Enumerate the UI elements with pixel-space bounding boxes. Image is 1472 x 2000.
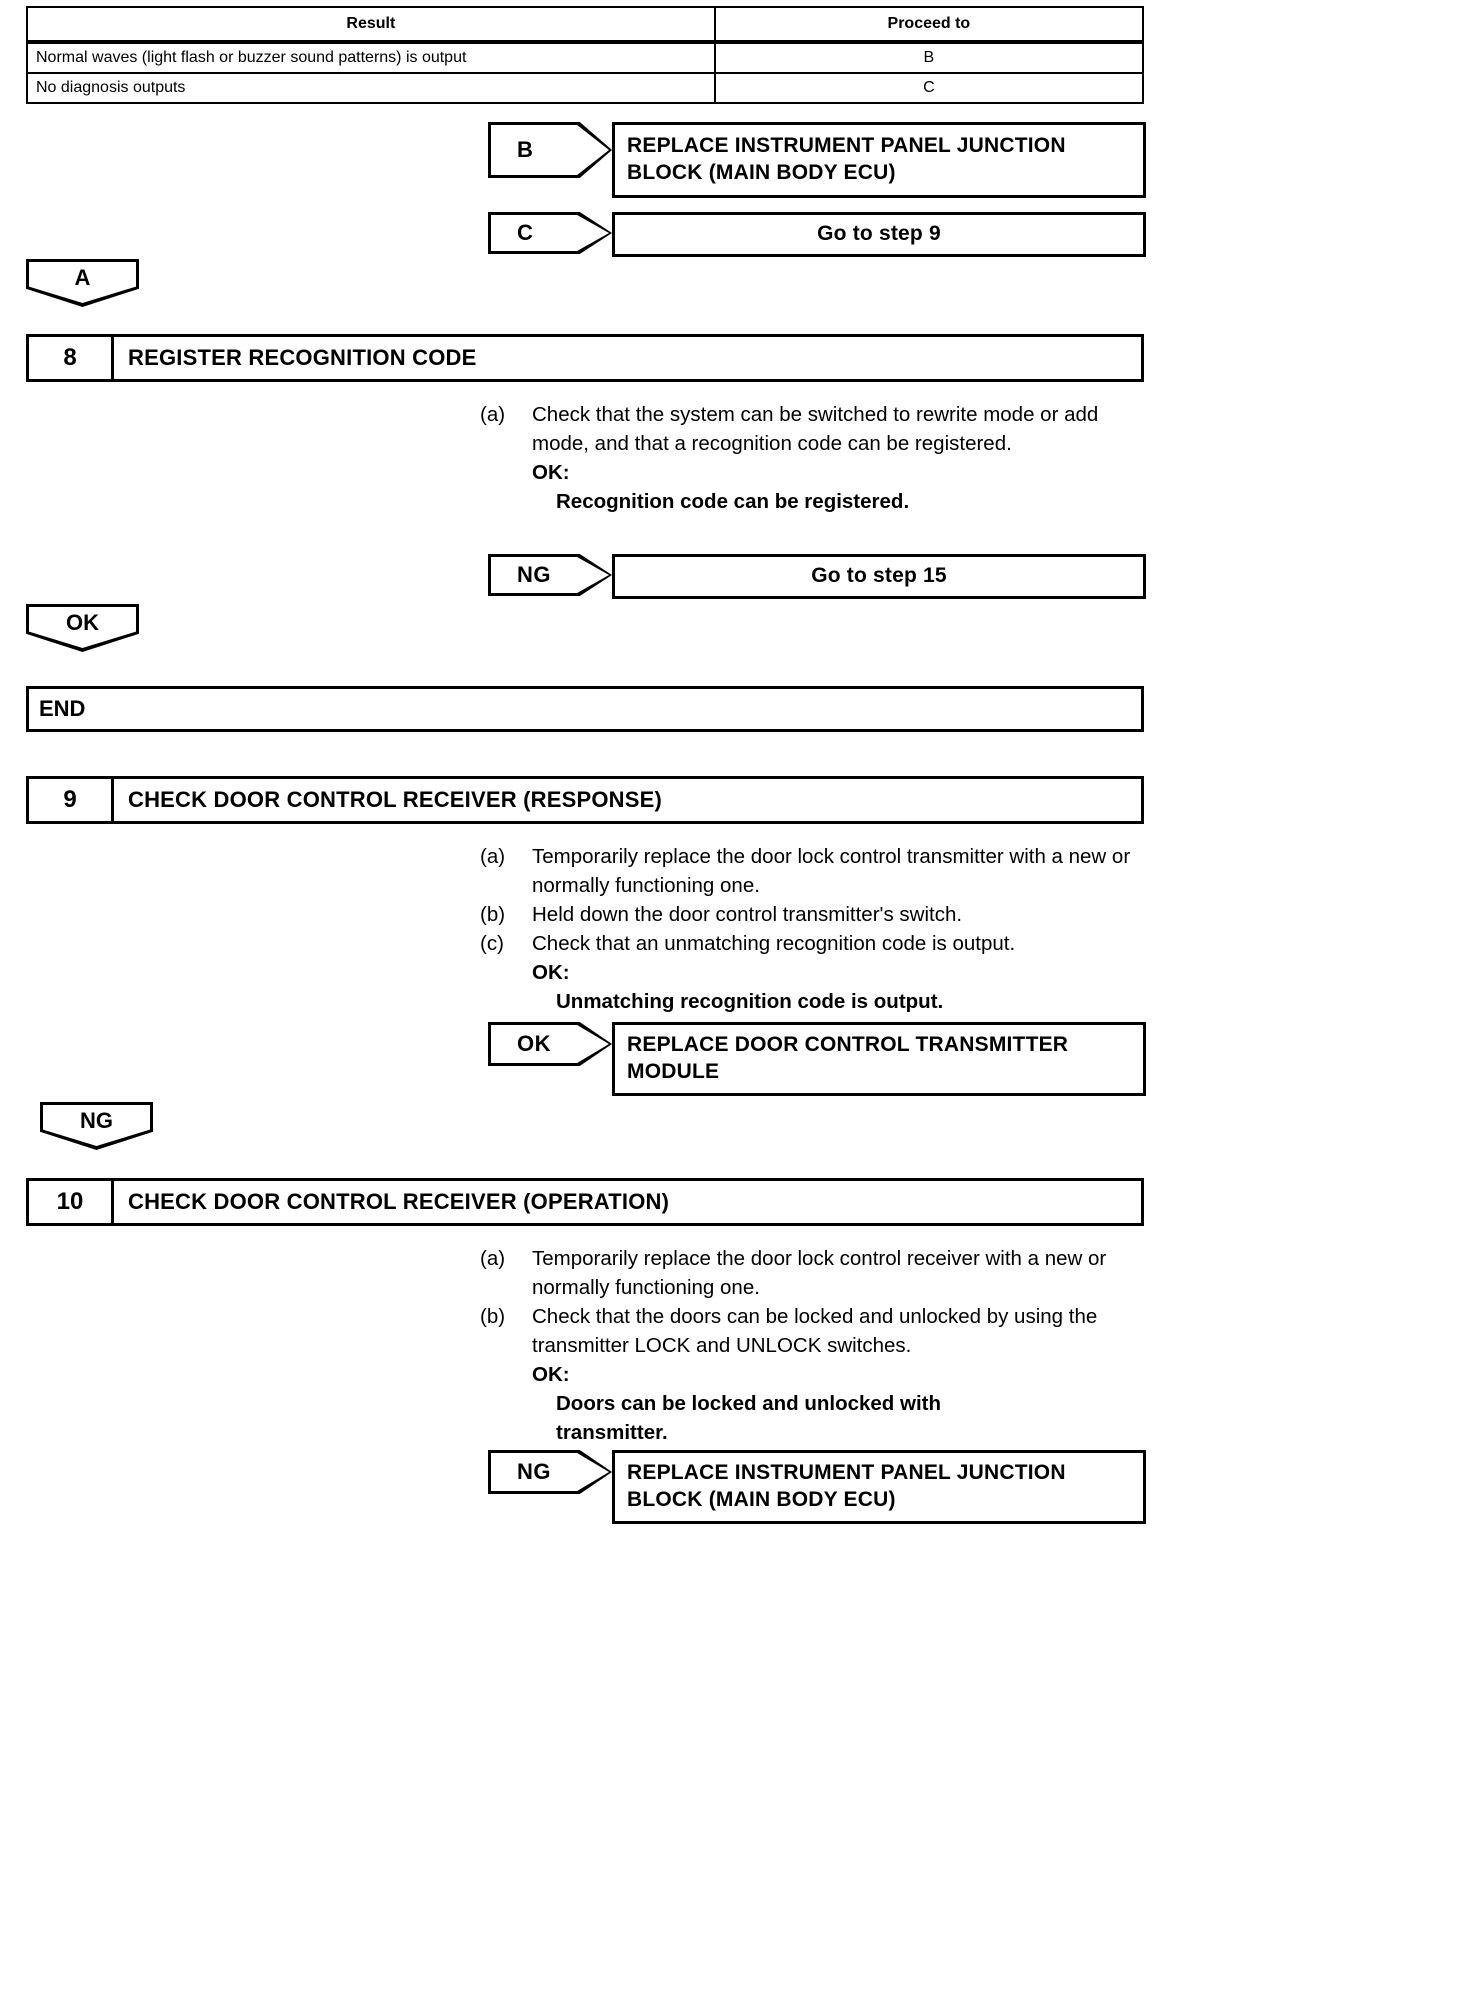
branch-b-row: B REPLACE INSTRUMENT PANEL JUNCTION BLOC… — [488, 122, 1146, 198]
connector-tag-ng-1-label: NG — [80, 1108, 113, 1133]
step-header-10: 10 CHECK DOOR CONTROL RECEIVER (OPERATIO… — [26, 1178, 1144, 1226]
step-number-8: 8 — [29, 337, 114, 379]
procedure-item-label: (a) — [480, 403, 506, 426]
branch-tag-ng-step8-label: NG — [517, 562, 551, 587]
table-header-row: Result Proceed to — [26, 6, 1145, 44]
step8-ng-row: NG Go to step 15 — [488, 554, 1146, 599]
procedure-item-text: Check that the doors can be locked and u… — [532, 1305, 1098, 1357]
branch-tag-ng-step10-label: NG — [517, 1459, 551, 1484]
step-number-10: 10 — [29, 1181, 114, 1223]
branch-tag-ok-step9-label: OK — [517, 1031, 551, 1056]
procedure-list-10: (a) Temporarily replace the door lock co… — [480, 1244, 1144, 1447]
ok-criteria-label-9: OK: — [532, 961, 570, 984]
step-header-8: 8 REGISTER RECOGNITION CODE — [26, 334, 1144, 382]
result-table-head: Result Proceed to — [26, 6, 1145, 44]
cell-proceed-to: C — [713, 72, 1145, 104]
ok-criteria-value-8: Recognition code can be registered. — [556, 490, 910, 513]
cell-result: No diagnosis outputs — [26, 72, 716, 104]
procedure-item-text: Temporarily replace the door lock contro… — [532, 1247, 1107, 1299]
action-box-goto-step-15: Go to step 15 — [612, 554, 1146, 599]
connector-tag-a-label: A — [74, 265, 91, 290]
step9-ok-row: OK REPLACE DOOR CONTROL TRANSMITTER MODU… — [488, 1022, 1146, 1096]
branch-tag-c: C — [488, 212, 612, 254]
branch-tag-ng-step8: NG — [488, 554, 612, 596]
procedure-item: (b) Held down the door control transmitt… — [480, 900, 1144, 929]
ok-criteria-label-10: OK: — [532, 1363, 570, 1386]
procedure-item-label: (b) — [480, 1305, 506, 1328]
action-box-replace-ipjb-2: REPLACE INSTRUMENT PANEL JUNCTION BLOCK … — [612, 1450, 1146, 1524]
table-row: Normal waves (light flash or buzzer soun… — [26, 41, 1145, 74]
action-box-replace-ipjb-1: REPLACE INSTRUMENT PANEL JUNCTION BLOCK … — [612, 122, 1146, 198]
procedure-item-label: (c) — [480, 932, 504, 955]
procedure-list-9: (a) Temporarily replace the door lock co… — [480, 842, 1144, 1016]
branch-tag-b-label: B — [517, 137, 534, 162]
cell-result: Normal waves (light flash or buzzer soun… — [26, 41, 716, 74]
branch-tag-ng-step10: NG — [488, 1450, 612, 1494]
procedure-item: (a) Temporarily replace the door lock co… — [480, 1244, 1144, 1302]
action-box-replace-transmitter-module: REPLACE DOOR CONTROL TRANSMITTER MODULE — [612, 1022, 1146, 1096]
ok-criteria-value-9: Unmatching recognition code is output. — [556, 990, 944, 1013]
connector-tag-ng-1: NG — [40, 1102, 153, 1150]
procedure-item-text: Temporarily replace the door lock contro… — [532, 845, 1131, 897]
ok-criteria-value-10: Doors can be locked and unlocked with tr… — [556, 1392, 942, 1444]
column-header-result: Result — [26, 6, 716, 44]
result-table-body: Normal waves (light flash or buzzer soun… — [26, 41, 1145, 104]
procedure-list-8: (a) Check that the system can be switche… — [480, 400, 1144, 516]
connector-tag-ok-1-label: OK — [66, 610, 99, 635]
end-box: END — [26, 686, 1144, 732]
step-header-9: 9 CHECK DOOR CONTROL RECEIVER (RESPONSE) — [26, 776, 1144, 824]
result-table: Result Proceed to Normal waves (light fl… — [26, 6, 1145, 104]
step-title-10: CHECK DOOR CONTROL RECEIVER (OPERATION) — [128, 1189, 670, 1214]
procedure-item: (b) Check that the doors can be locked a… — [480, 1302, 1144, 1360]
connector-tag-a: A — [26, 259, 139, 307]
step10-ng-row: NG REPLACE INSTRUMENT PANEL JUNCTION BLO… — [488, 1450, 1146, 1524]
action-box-goto-step-9: Go to step 9 — [612, 212, 1146, 257]
procedure-item-label: (b) — [480, 903, 506, 926]
branch-tag-c-label: C — [517, 220, 534, 245]
procedure-item-text: Check that the system can be switched to… — [532, 403, 1099, 455]
step-title-9: CHECK DOOR CONTROL RECEIVER (RESPONSE) — [128, 787, 663, 812]
ok-criteria-label-8: OK: — [532, 461, 570, 484]
procedure-item: (a) Check that the system can be switche… — [480, 400, 1144, 458]
procedure-item: (c) Check that an unmatching recognition… — [480, 929, 1144, 958]
procedure-item-label: (a) — [480, 845, 506, 868]
procedure-item: (a) Temporarily replace the door lock co… — [480, 842, 1144, 900]
connector-tag-ok-1: OK — [26, 604, 139, 652]
branch-tag-ok-step9: OK — [488, 1022, 612, 1066]
cell-proceed-to: B — [713, 41, 1145, 74]
table-row: No diagnosis outputs C — [26, 72, 1145, 104]
step-title-8: REGISTER RECOGNITION CODE — [128, 345, 477, 370]
step-number-9: 9 — [29, 779, 114, 821]
column-header-proceed-to: Proceed to — [713, 6, 1145, 44]
procedure-item-text: Check that an unmatching recognition cod… — [532, 932, 1016, 955]
procedure-item-label: (a) — [480, 1247, 506, 1270]
branch-tag-b: B — [488, 122, 612, 178]
procedure-item-text: Held down the door control transmitter's… — [532, 903, 963, 926]
branch-c-row: C Go to step 9 — [488, 212, 1146, 257]
